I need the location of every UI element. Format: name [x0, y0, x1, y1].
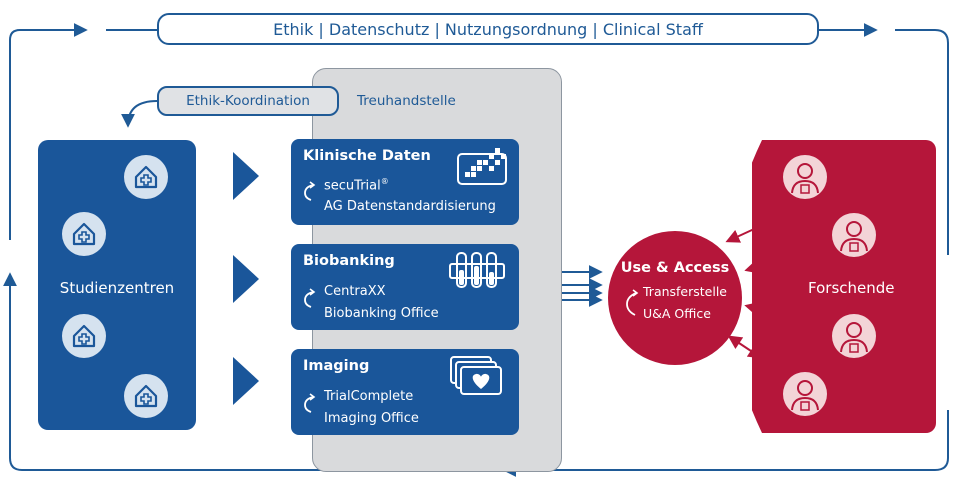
- hospital-house-icon: [62, 314, 106, 358]
- treuhandstelle-label: Treuhandstelle: [357, 93, 456, 109]
- box-title: Klinische Daten: [303, 148, 431, 164]
- flow-chevron-icon: [233, 255, 259, 303]
- hospital-house-icon: [62, 212, 106, 256]
- researcher-icon: [783, 372, 827, 416]
- flow-chevron-icon: [233, 152, 259, 200]
- cycle-arrow-icon: [304, 181, 316, 201]
- box-title: Imaging: [303, 358, 370, 374]
- cycle-arrow-icon: [304, 393, 316, 413]
- box-line1: secuTrial®: [324, 177, 389, 194]
- box-line2: AG Datenstandardisierung: [324, 199, 496, 214]
- studienzentren-label: Studienzentren: [59, 279, 175, 297]
- box-line2: Imaging Office: [324, 411, 419, 426]
- studienzentren-panel: [38, 140, 196, 430]
- top-banner: Ethik | Datenschutz | Nutzungsordnung | …: [157, 13, 819, 45]
- klinische-daten-box: Klinische Daten secuTrial® AG Datenstand…: [291, 139, 519, 225]
- use-access-line1: Transferstelle: [643, 284, 728, 299]
- use-access-line2: U&A Office: [643, 306, 711, 321]
- test-tubes-icon: [449, 252, 505, 288]
- use-access-node: Use & Access Transferstelle U&A Office: [608, 231, 742, 365]
- flow-chevron-icon: [233, 357, 259, 405]
- data-matrix-icon: [457, 148, 507, 185]
- imaging-box: Imaging TrialComplete Imaging Office: [291, 349, 519, 435]
- researcher-icon: [832, 213, 876, 257]
- cycle-arrow-icon: [626, 289, 639, 316]
- forschende-label: Forschende: [808, 279, 895, 297]
- researcher-icon: [783, 155, 827, 199]
- ethik-koordination-box: Ethik-Koordination: [157, 86, 339, 116]
- use-access-title: Use & Access: [620, 260, 730, 276]
- image-stack-icon: [450, 356, 502, 395]
- box-line1: TrialComplete: [324, 389, 414, 404]
- hospital-house-icon: [124, 374, 168, 418]
- box-line2: Biobanking Office: [324, 306, 439, 321]
- cycle-arrow-icon: [304, 288, 316, 308]
- forschende-panel: [752, 140, 936, 433]
- biobanking-box: Biobanking CentraXX Biobanking Office: [291, 244, 519, 330]
- box-title: Biobanking: [303, 253, 395, 269]
- box-line1: CentraXX: [324, 284, 386, 299]
- researcher-icon: [832, 314, 876, 358]
- hospital-house-icon: [124, 155, 168, 199]
